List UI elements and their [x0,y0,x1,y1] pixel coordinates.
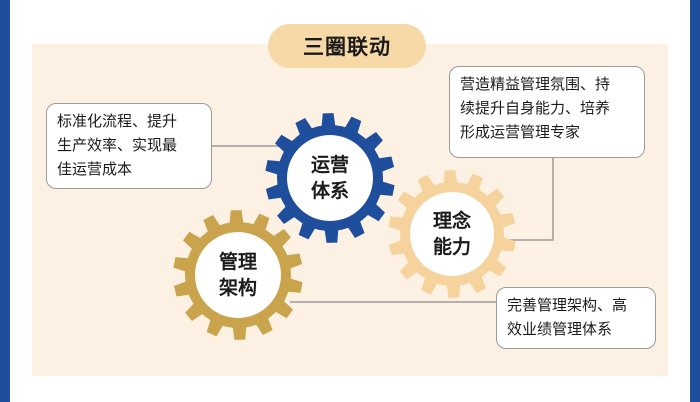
gear-capability-label: 理念 能力 [432,210,471,258]
gear-capability [388,170,516,298]
text-box-top-left: 标准化流程、提升 生产效率、实现最 佳运营成本 [46,103,212,189]
gear-hub [287,135,373,221]
gear-operations [265,113,395,243]
gear-management-label: 管理 架构 [218,251,257,299]
diagram-title: 三圈联动 [268,24,426,68]
gear-management [173,210,303,340]
text-box-bottom-right: 完善管理架构、高 效业绩管理体系 [496,287,656,349]
left-border-stripe [0,0,10,402]
gear-hub [195,232,281,318]
gear-hub [410,192,494,276]
text-box-top-right: 营造精益管理氛围、持 续提升自身能力、培养 形成运营管理专家 [449,66,645,158]
gear-operations-label: 运营 体系 [310,154,349,202]
right-border-stripe [690,0,700,402]
